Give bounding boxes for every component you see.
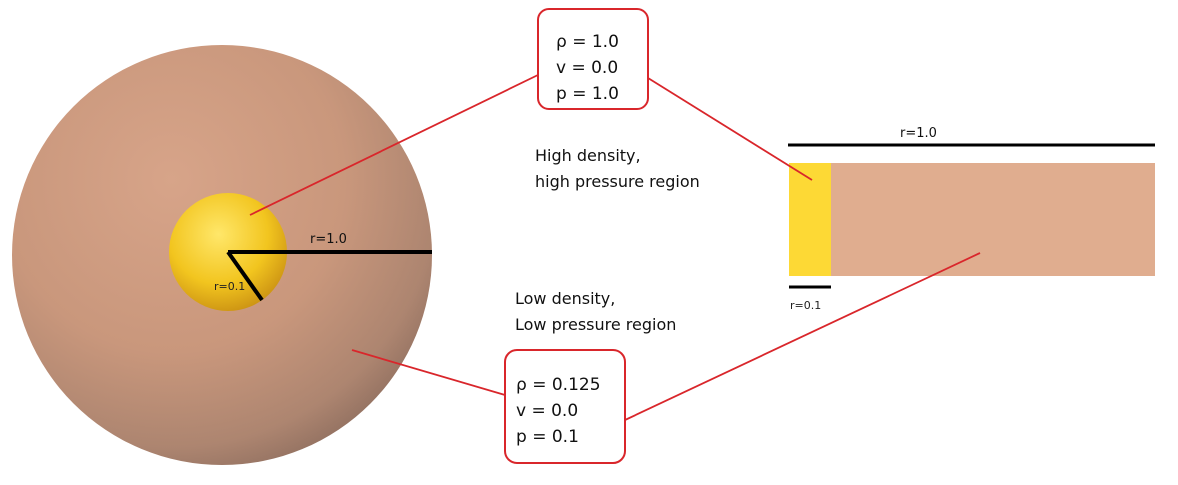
- strip-outer-radius-label: r=1.0: [900, 126, 937, 141]
- high-state-velocity: v = 0.0: [556, 58, 618, 78]
- low-state-callout: ρ = 0.125 v = 0.0 p = 0.1: [504, 349, 626, 464]
- low-region-line-1: Low density,: [515, 289, 615, 308]
- sphere-outer-radius-label: r=1.0: [310, 232, 347, 247]
- low-state-density: ρ = 0.125: [516, 375, 601, 395]
- strip-inner-region: [789, 163, 831, 276]
- low-state-pressure: p = 0.1: [516, 427, 579, 447]
- leader-low-to-sphere: [351, 349, 506, 396]
- high-region-line-1: High density,: [535, 146, 641, 165]
- leader-high-to-strip: [647, 77, 813, 181]
- inner-radius-line: [226, 250, 264, 302]
- high-region-line-2: high pressure region: [535, 172, 700, 191]
- high-state-box: [537, 8, 649, 110]
- sphere-figure: r=1.0 r=0.1: [12, 45, 432, 465]
- low-region-line-2: Low pressure region: [515, 315, 676, 334]
- high-state-density: ρ = 1.0: [556, 32, 619, 52]
- high-state-pressure: p = 1.0: [556, 84, 619, 104]
- high-region-description: High density, high pressure region: [535, 146, 700, 191]
- low-region-description: Low density, Low pressure region: [515, 289, 676, 334]
- low-state-velocity: v = 0.0: [516, 401, 578, 421]
- leader-high-to-sphere: [249, 73, 541, 216]
- strip-outer-region: [831, 163, 1155, 276]
- sphere-inner-radius-label: r=0.1: [214, 280, 245, 293]
- leader-lines: [249, 73, 981, 421]
- strip-figure: r=1.0 r=0.1: [788, 126, 1155, 312]
- leader-low-to-strip: [624, 252, 981, 421]
- low-state-box: [504, 349, 626, 464]
- strip-inner-radius-label: r=0.1: [790, 299, 821, 312]
- high-state-callout: ρ = 1.0 v = 0.0 p = 1.0: [537, 8, 649, 110]
